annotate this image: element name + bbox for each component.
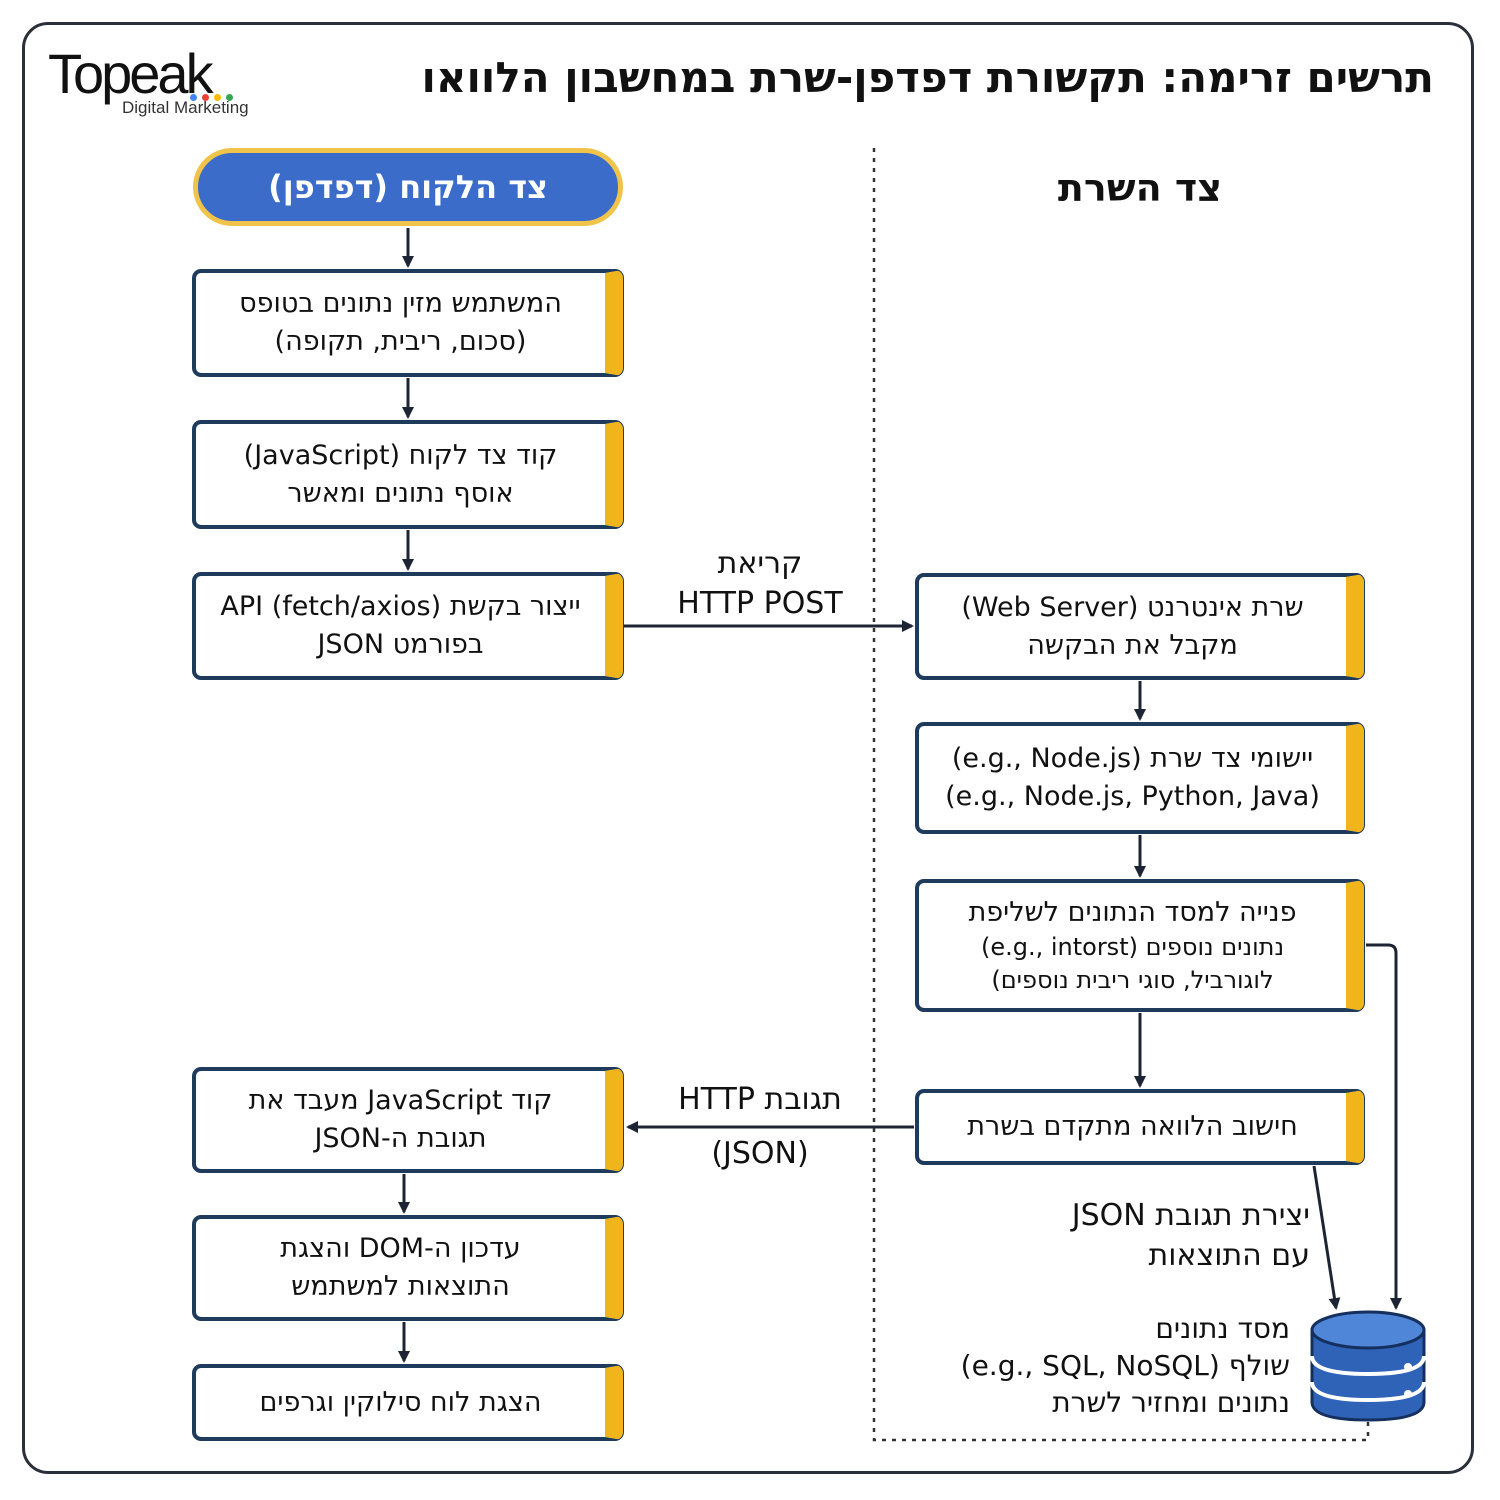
arrow-calc-to-db: [1312, 1165, 1341, 1310]
diagram-frame: [22, 22, 1474, 1474]
response-label-bottom: (JSON): [711, 1136, 809, 1171]
client-side-heading: צד הלקוח (דפדפן): [193, 148, 623, 226]
client-server-divider: [872, 148, 1370, 1442]
arrow-query-to-db: [1366, 943, 1402, 1310]
logo-subtitle: Digital Marketing: [122, 98, 249, 117]
response-label-top: תגובת HTTP: [678, 1082, 842, 1117]
server-step-web-server: שרת אינטרנט (Web Server) מקבל את הבקשה: [916, 574, 1364, 679]
server-step-loan-calc: חישוב הלוואה מתקדם בשרת: [916, 1090, 1364, 1164]
server-step-db-query: פנייה למסד הנתונים לשליפת נתונים נוספים …: [916, 880, 1364, 1011]
client-step-show-schedule: הצגת לוח סילוקין וגרפים: [193, 1365, 623, 1440]
json-create-label: יצירת תגובת JSON עם התוצאות: [1071, 1198, 1310, 1273]
request-label: קריאת HTTP POST: [677, 546, 843, 621]
server-side-heading: צד השרת: [1057, 166, 1223, 210]
page-title: תרשים זרימה: תקשורת דפדפן-שרת במחשבון הל…: [421, 53, 1434, 102]
database-icon: [1310, 1310, 1426, 1422]
client-step-js-validate: קוד צד לקוח (JavaScript) אוסף נתונים ומא…: [193, 421, 623, 528]
client-step-input-form: המשתמש מזין נתונים בטופס (סכום, ריבית, ת…: [193, 270, 623, 376]
server-step-app-logic: יישומי צד שרת (e.g., Node.js) (e.g., Nod…: [916, 723, 1364, 833]
client-step-process-json: קוד JavaScript מעבד את תגובת ה-JSON: [193, 1068, 623, 1172]
logo-wordmark: Topeak: [48, 42, 214, 105]
logo-dots: [190, 86, 250, 101]
database-label: מסד נתונים (e.g., SQL, NoSQL) שולף נתוני…: [960, 1312, 1290, 1419]
client-step-api-request: ייצור בקשת API (fetch/axios) בפורמט JSON: [193, 573, 623, 679]
topeak-logo: Topeak Digital Marketing: [48, 40, 258, 130]
client-step-update-dom: עדכון ה-DOM והצגת התוצאות למשתמש: [193, 1216, 623, 1320]
